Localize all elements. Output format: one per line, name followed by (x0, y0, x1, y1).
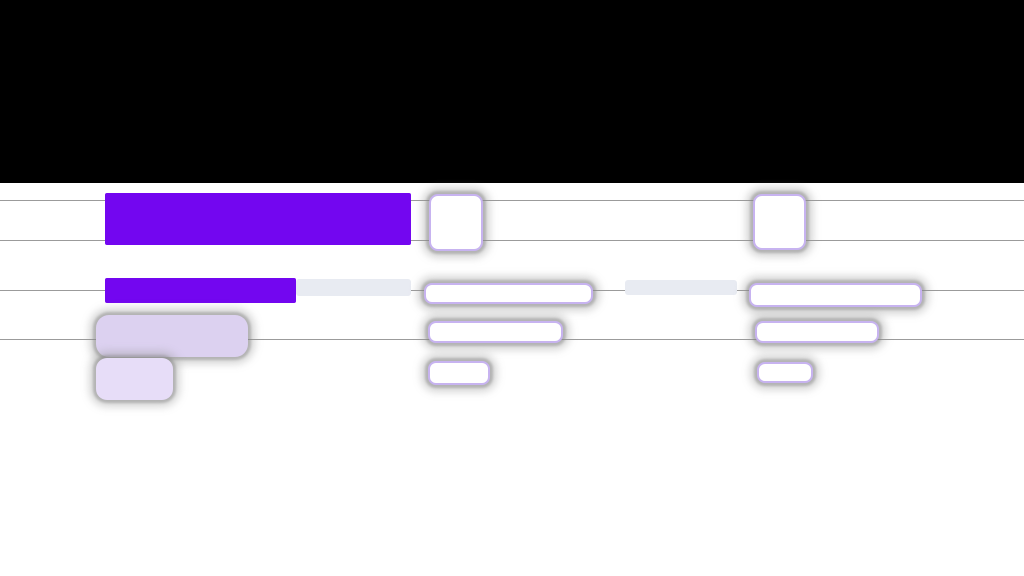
checkbox-placeholder[interactable] (753, 194, 806, 250)
divider-line (0, 200, 1024, 201)
button-placeholder[interactable] (96, 315, 248, 357)
button-placeholder[interactable] (96, 358, 173, 400)
text-input-placeholder[interactable] (749, 283, 922, 307)
text-input-placeholder[interactable] (755, 321, 879, 343)
text-input-placeholder[interactable] (424, 283, 593, 304)
text-input-placeholder[interactable] (428, 321, 563, 343)
checkbox-placeholder[interactable] (429, 194, 483, 251)
text-input-placeholder[interactable] (428, 361, 490, 385)
section-label-placeholder (105, 278, 296, 303)
text-input-placeholder[interactable] (757, 362, 813, 383)
muted-label-placeholder (625, 280, 737, 295)
hero-title-placeholder (105, 193, 411, 245)
header-banner (0, 0, 1024, 183)
label-tail-placeholder (296, 279, 411, 296)
divider-line (0, 240, 1024, 241)
